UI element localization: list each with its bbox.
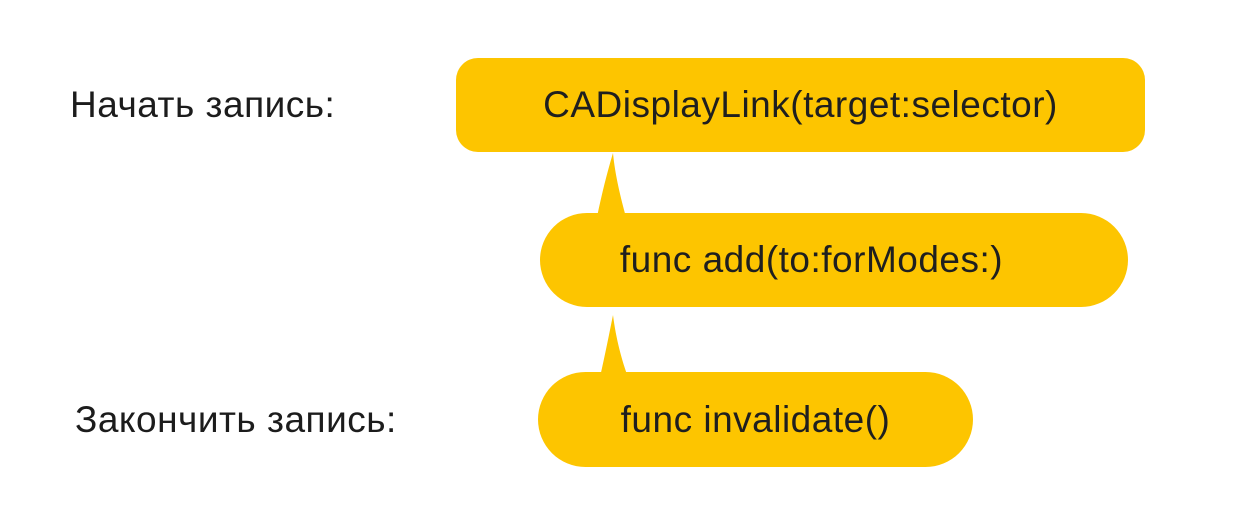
tail-shape bbox=[600, 315, 628, 377]
func-invalidate-bubble: func invalidate() bbox=[538, 372, 973, 467]
func-add-bubble: func add(to:forModes:) bbox=[540, 213, 1128, 307]
speech-bubble-tail-up-icon bbox=[597, 153, 626, 217]
tail-shape bbox=[597, 153, 626, 217]
speech-bubble-tail-up-icon bbox=[600, 315, 628, 377]
start-recording-label: Начать запись: bbox=[70, 84, 336, 125]
cadisplaylink-bubble: CADisplayLink(target:selector) bbox=[456, 58, 1145, 152]
stop-recording-label: Закончить запись: bbox=[75, 398, 397, 440]
